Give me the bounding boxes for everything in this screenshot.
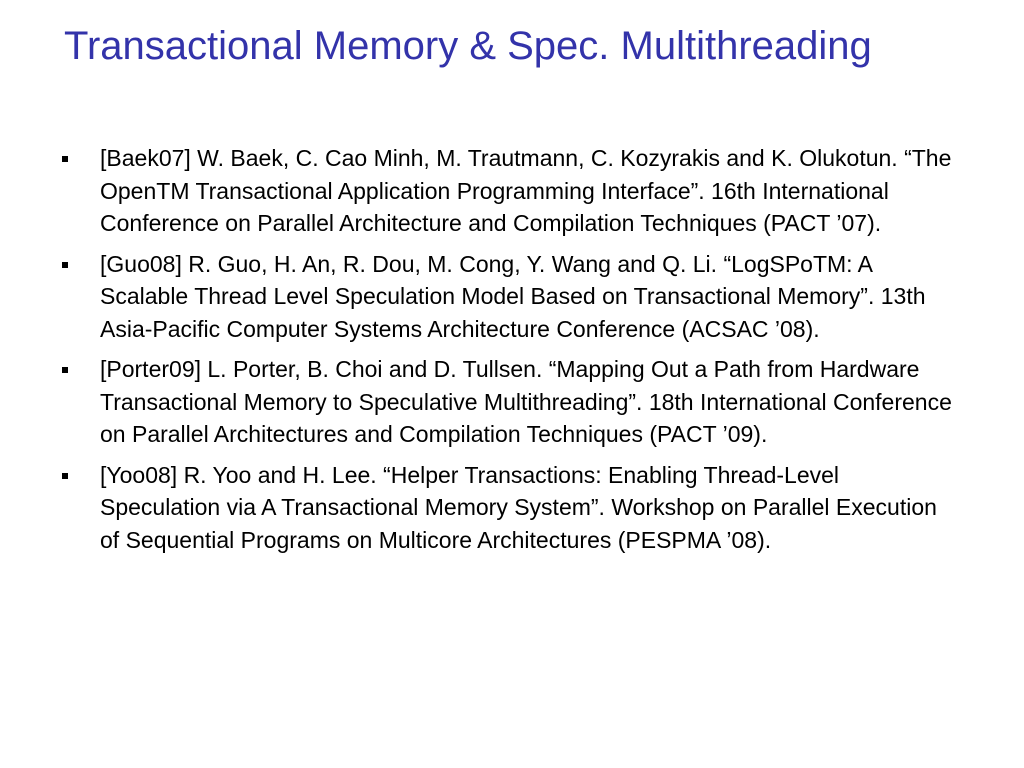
reference-list: [Baek07] W. Baek, C. Cao Minh, M. Trautm… xyxy=(60,142,960,564)
reference-text: [Porter09] L. Porter, B. Choi and D. Tul… xyxy=(100,356,952,447)
reference-text: [Guo08] R. Guo, H. An, R. Dou, M. Cong, … xyxy=(100,250,926,342)
reference-item: [Yoo08] R. Yoo and H. Lee. “Helper Trans… xyxy=(60,459,960,557)
square-bullet-icon xyxy=(62,472,68,479)
square-bullet-icon xyxy=(62,261,68,268)
reference-text: [Baek07] W. Baek, C. Cao Minh, M. Trautm… xyxy=(100,145,952,236)
reference-item: [Guo08] R. Guo, H. An, R. Dou, M. Cong, … xyxy=(60,248,960,346)
reference-item: [Baek07] W. Baek, C. Cao Minh, M. Trautm… xyxy=(60,142,960,240)
reference-text: [Yoo08] R. Yoo and H. Lee. “Helper Trans… xyxy=(100,461,937,553)
square-bullet-icon xyxy=(62,156,68,162)
square-bullet-icon xyxy=(62,367,68,373)
reference-item: [Porter09] L. Porter, B. Choi and D. Tul… xyxy=(60,353,960,451)
slide-title: Transactional Memory & Spec. Multithread… xyxy=(64,24,872,68)
